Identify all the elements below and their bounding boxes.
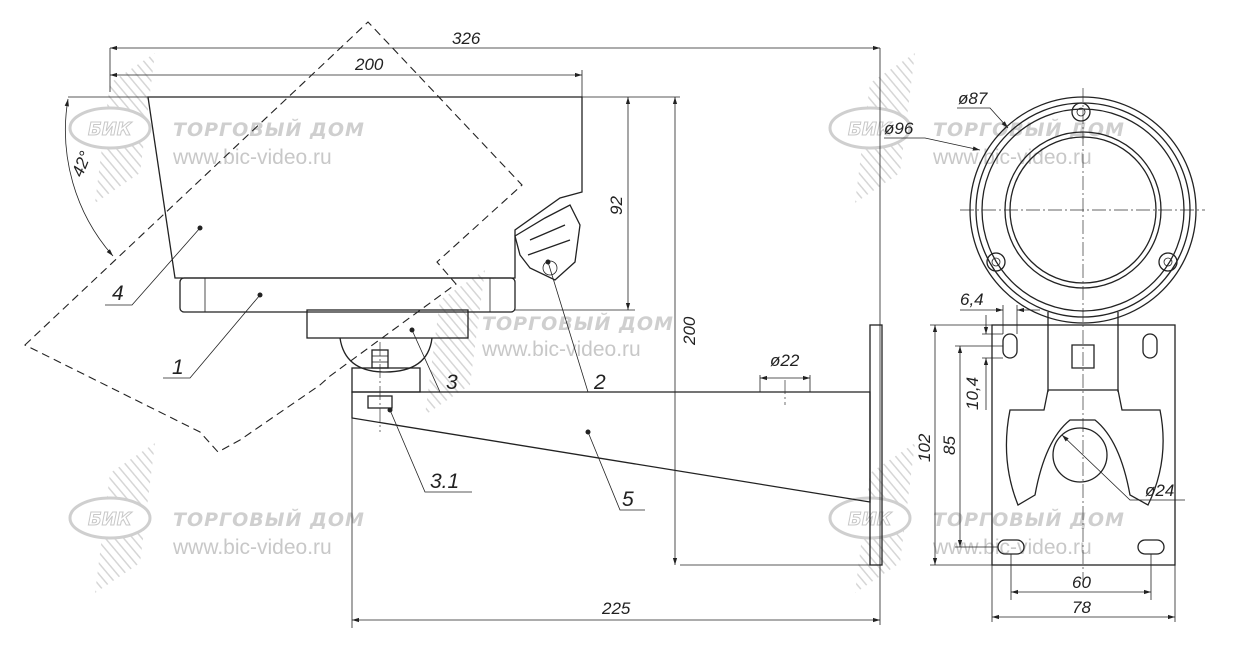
watermark-brand: ТОРГОВЫЙ ДОМ (173, 508, 365, 531)
watermark-brand: ТОРГОВЫЙ ДОМ (933, 508, 1125, 531)
part-label-3-1: 3.1 (430, 470, 459, 493)
watermark-center: ТОРГОВЫЙ ДОМ www.bic-video.ru (425, 270, 674, 415)
lens-window (1004, 131, 1162, 289)
watermark-logo-text: БИК (88, 509, 133, 530)
dim-hole-spacing-horizontal: 60 (1072, 573, 1091, 592)
watermark: БИК ТОРГОВЫЙ ДОМ www.bic-video.ru (68, 443, 365, 593)
dim-hole-spacing-vertical: 85 (940, 436, 959, 455)
dim-tilt-angle: 42° (68, 148, 95, 179)
watermark-url: www.bic-video.ru (172, 536, 332, 559)
dim-total-length: 326 (452, 29, 481, 48)
dim-center-hole: ø24 (1145, 481, 1174, 500)
bracket-fork (1005, 389, 1164, 506)
watermark-logo-text: БИК (88, 119, 133, 140)
front-wall-plate (991, 324, 1176, 566)
dim-housing-height: 92 (607, 196, 626, 215)
bolt (367, 342, 393, 432)
watermark: БИК ТОРГОВЫЙ ДОМ www.bic-video.ru (68, 53, 365, 203)
watermark-logo-text: БИК (848, 119, 893, 140)
dim-front-diameter-outer: ø96 (884, 119, 914, 138)
watermark-brand: ТОРГОВЫЙ ДОМ (173, 118, 365, 141)
watermark-brand: ТОРГОВЫЙ ДОМ (482, 312, 674, 335)
mount-swivel (339, 337, 433, 373)
dim-plate-width: 78 (1072, 598, 1091, 617)
wall-plate (869, 324, 883, 566)
front-view: ø87 ø96 6,4 10,4 85 102 ø24 60 78 (884, 88, 1205, 622)
tilted-housing-outline (24, 21, 523, 453)
watermark-url: www.bic-video.ru (481, 338, 641, 361)
watermark-url: www.bic-video.ru (172, 146, 332, 169)
housing-tube (179, 277, 516, 313)
dim-cable-hole: ø22 (770, 351, 800, 370)
connector-gland (514, 204, 581, 281)
watermark-brand: ТОРГОВЫЙ ДОМ (933, 118, 1125, 141)
dim-bracket-length: 225 (601, 599, 631, 618)
dim-slot-width: 6,4 (960, 290, 984, 309)
dim-plate-height: 102 (915, 433, 934, 462)
part-label-4: 4 (112, 282, 124, 305)
watermark-url: www.bic-video.ru (932, 146, 1092, 169)
watermark: БИК ТОРГОВЫЙ ДОМ www.bic-video.ru (828, 53, 1125, 203)
part-label-3: 3 (446, 371, 458, 394)
dim-front-diameter-inner: ø87 (958, 89, 988, 108)
watermark-url: www.bic-video.ru (932, 536, 1092, 559)
housing-outer-ring (969, 96, 1197, 324)
screws (986, 102, 1178, 272)
part-label-1: 1 (172, 356, 184, 379)
part-label-2: 2 (593, 371, 606, 394)
part-leaders (105, 225, 645, 511)
dim-total-height: 200 (680, 316, 699, 346)
dim-slot-length: 10,4 (963, 377, 982, 410)
mount-plate (306, 309, 469, 339)
dim-housing-length: 200 (354, 55, 384, 74)
part-label-5: 5 (622, 488, 634, 511)
center-hole (1052, 427, 1108, 483)
